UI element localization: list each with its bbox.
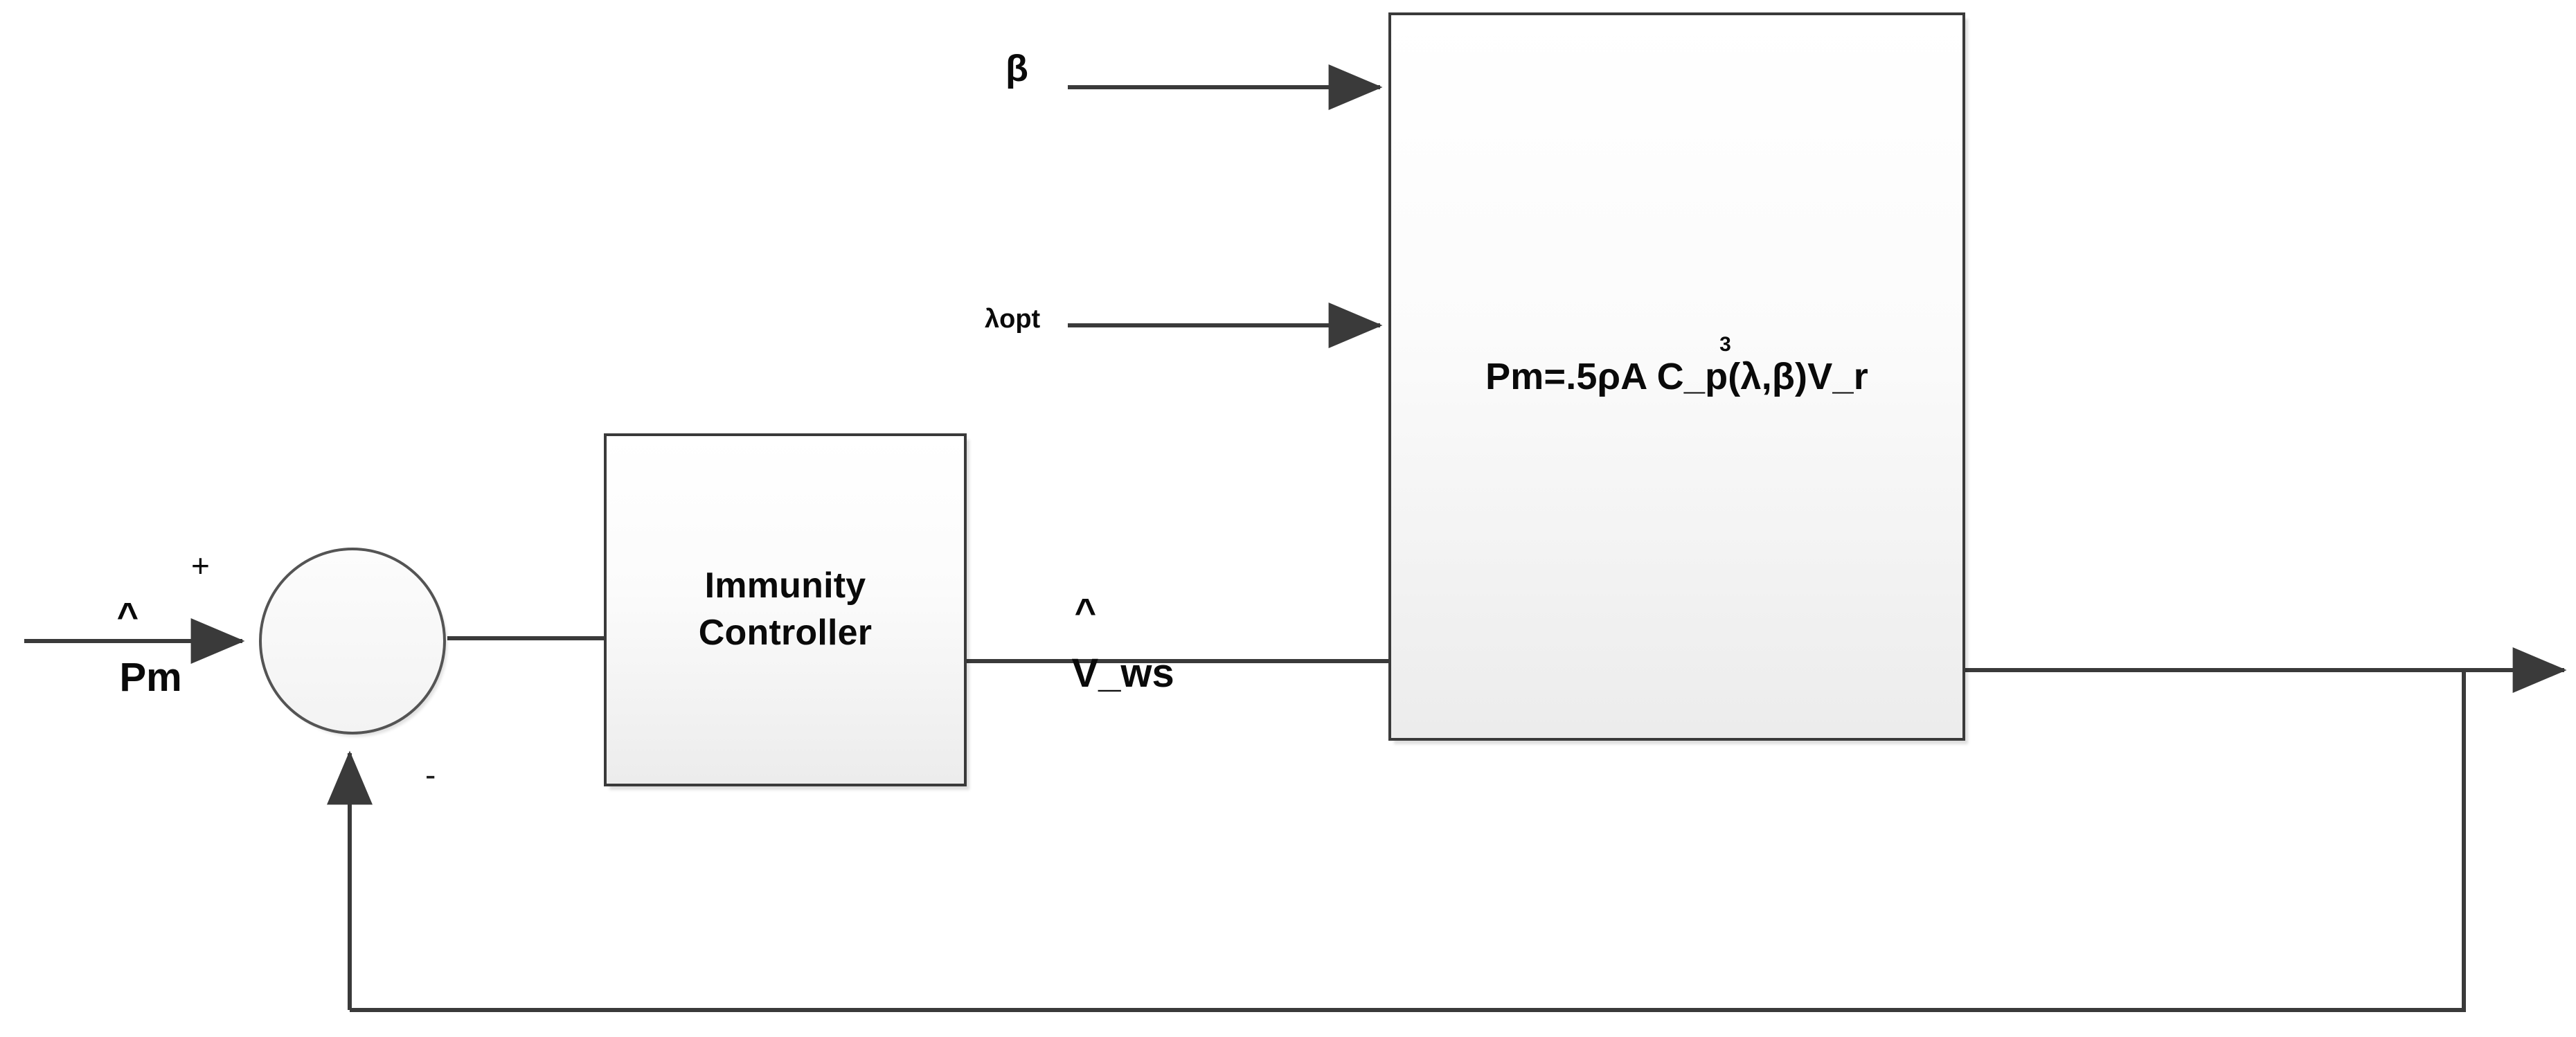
immunity-controller-label: Immunity Controller (698, 566, 873, 653)
pitch-angle-input-label: β (1005, 48, 1028, 89)
wind-power-plant-block[interactable]: Pm=.5ρA C_p(λ,β)V_r 3 (1388, 12, 1965, 741)
summing-junction (259, 548, 446, 734)
reference-signal-hat: ^ (116, 595, 139, 637)
summing-junction-minus-sign: - (425, 757, 436, 793)
reference-signal-label: ^ Pm (75, 539, 182, 726)
tip-speed-ratio-input-label: λopt (985, 305, 1041, 334)
controller-output-signal-text: V_ws (1071, 651, 1174, 696)
controller-output-signal-hat: ^ (1074, 590, 1097, 633)
plant-equation-text: Pm=.5ρA C_p(λ,β)V_r (1485, 355, 1868, 397)
immunity-controller-block[interactable]: Immunity Controller (604, 433, 967, 786)
plant-equation-exponent: 3 (1719, 332, 1731, 356)
reference-signal-text: Pm (119, 655, 182, 701)
summing-junction-plus-sign: + (191, 548, 210, 584)
plant-equation-label: Pm=.5ρA C_p(λ,β)V_r 3 (1485, 334, 1868, 401)
controller-output-signal-label: ^ V_ws (1027, 534, 1174, 722)
